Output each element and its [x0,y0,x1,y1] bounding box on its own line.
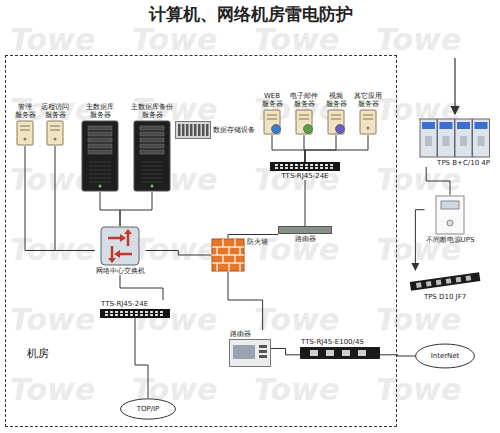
ups-node: 不间断电源UPS [425,195,476,244]
connector [305,135,368,162]
tower-icon [81,120,119,192]
network-ellipse: TOP/IP [120,398,176,420]
watermark: Towe [254,372,339,407]
fw-icon [211,238,245,272]
server-node: 视频 服务器 [325,92,348,135]
strip-icon [408,270,482,292]
watermark: Towe [376,22,461,57]
connector [380,355,415,356]
firewall-node: 防火墙 [211,238,269,272]
watermark: Towe [132,22,217,57]
node-label: 不间断电源UPS [425,236,476,244]
server-node: 主数据库备份 服务器 [130,103,174,192]
node-label: 管理 服务器 [14,103,37,119]
watermark: Towe [254,302,339,337]
srv-icon [325,109,347,135]
sw24-icon [100,309,170,318]
watermark: Towe [132,232,217,267]
node-label: TPS D10 JF7 [423,293,467,301]
rack-icon [175,121,211,139]
srv-icon [261,109,283,135]
switch-node: 网络中心交换机 [95,226,146,275]
diagram-title: 计算机、网络机房雷电防护 [0,5,500,25]
watermark: Towe [254,22,339,57]
node-label: TPS B+C/10 4P [436,159,491,167]
node-label: 其它应用 服务器 [353,92,383,108]
server-node: 电子邮件 服务器 [289,92,319,135]
node-label: TOP/IP [136,405,161,413]
router-node: 路由器 [278,226,332,243]
sw24-icon [270,162,340,171]
node-label: 视频 服务器 [325,92,348,108]
srv-icon [357,109,379,135]
node-label: 主数据库备份 服务器 [130,103,174,119]
node-label: 数据存储设备 [212,126,256,134]
tower-icon [133,120,171,192]
server-node: 其它应用 服务器 [353,92,383,135]
connector [120,192,152,226]
watermark: Towe [10,372,95,407]
machine-room-region: 机房 管理 服务器远程访问 服务器主数据库 服务器主数据库备份 服务器数据存储设备… [5,55,397,427]
node-label: TTS-RJ45-E100/4S [300,338,365,346]
power-spd-node: TPS B+C/10 4P [419,118,491,167]
node-label: WEB 服务器 [261,92,284,108]
connector [228,235,278,239]
node-label: InterNet [430,352,461,360]
node-label: TTS-RJ45-24E [280,172,329,180]
power-strip-node: TPS D10 JF7 [408,270,482,301]
srv-icon [293,109,315,135]
watermark: Towe [10,22,95,57]
node-label: 机房 [26,348,50,361]
watermark: Towe [376,372,461,407]
node-label: TTS-RJ45-24E [100,300,149,308]
connector [120,275,163,300]
node-label: 远程访问 服务器 [40,103,70,119]
watermark: Towe [376,302,461,337]
server-node: 远程访问 服务器 [40,103,70,146]
connector [415,210,424,270]
connector [228,272,263,330]
router-icon [278,226,332,234]
server-node: WEB 服务器 [261,92,284,135]
node-label: 电子邮件 服务器 [289,92,319,108]
spd-icon [419,118,491,158]
power-feed-arrow [454,58,455,114]
server-node: 主数据库 服务器 [81,103,119,192]
ups-icon [435,195,465,235]
surge-protector-node: TTS-RJ45-24E [100,300,170,318]
connector [305,180,306,226]
watermark: Towe [10,232,95,267]
connector [146,251,212,256]
surge-protector-node: TTS-RJ45-24E [270,162,340,180]
pc-icon [14,120,36,146]
node-label: 防火墙 [246,238,269,246]
network-ellipse: InterNet [415,343,475,369]
pc-icon [44,120,66,146]
connector [426,167,450,195]
connector [305,135,336,162]
router2-icon [229,339,271,367]
watermark: Towe [10,302,95,337]
surge-protector-node: TTS-RJ45-E100/4S [300,338,380,359]
sw-icon [100,226,140,266]
node-label: 网络中心交换机 [95,267,146,275]
connector [100,192,120,226]
connector [272,135,305,162]
storage-node: 数据存储设备 [175,121,256,139]
watermark: Towe [376,162,461,197]
node-label: 路由器 [294,235,317,243]
server-node: 管理 服务器 [14,103,37,146]
node-label: 路由器 [229,330,252,338]
connector [135,318,148,398]
router-node: 路由器 [229,330,271,367]
connector [271,349,300,355]
box-icon [300,347,380,359]
node-label: 主数据库 服务器 [85,103,115,119]
